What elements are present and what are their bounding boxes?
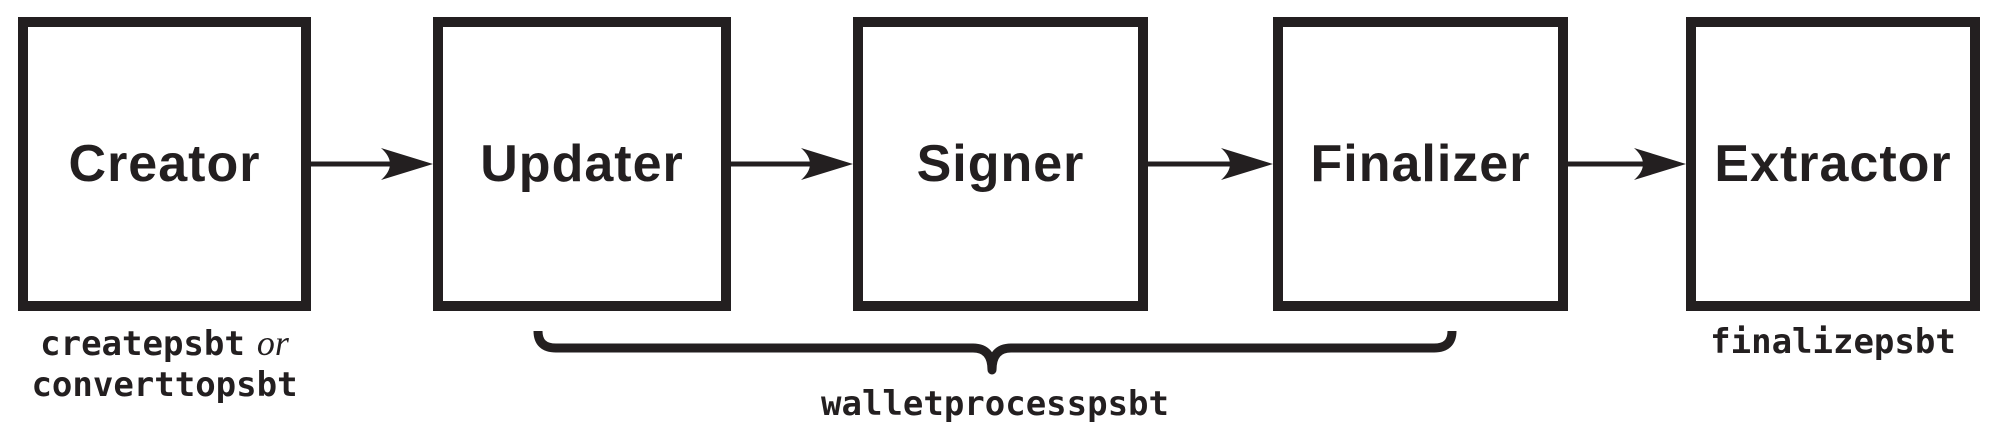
or-conjunction: or <box>256 323 289 363</box>
creator-commands-label: createpsbt or converttopsbt <box>18 323 311 406</box>
node-signer: Signer <box>853 17 1148 311</box>
createpsbt-command: createpsbt <box>40 324 245 364</box>
node-extractor: Extractor <box>1686 17 1980 311</box>
arrow-signer-to-finalizer <box>1148 148 1273 180</box>
arrow-updater-to-signer <box>731 148 853 180</box>
finalizepsbt-label: finalizepsbt <box>1710 322 1956 362</box>
node-signer-label: Signer <box>916 135 1085 193</box>
converttopsbt-command: converttopsbt <box>31 365 298 405</box>
node-finalizer-label: Finalizer <box>1310 135 1531 193</box>
arrow-creator-to-updater <box>311 148 433 180</box>
creator-commands-line-1: createpsbt or <box>18 323 311 365</box>
node-extractor-label: Extractor <box>1714 135 1952 193</box>
node-creator: Creator <box>18 17 311 311</box>
node-creator-label: Creator <box>68 135 261 193</box>
node-finalizer: Finalizer <box>1273 17 1568 311</box>
brace-walletprocesspsbt-span <box>533 330 1457 375</box>
arrow-finalizer-to-extractor <box>1568 148 1686 180</box>
creator-commands-line-2: converttopsbt <box>18 365 311 406</box>
node-updater-label: Updater <box>480 135 684 193</box>
node-updater: Updater <box>433 17 731 311</box>
walletprocesspsbt-label: walletprocesspsbt <box>821 384 1169 424</box>
